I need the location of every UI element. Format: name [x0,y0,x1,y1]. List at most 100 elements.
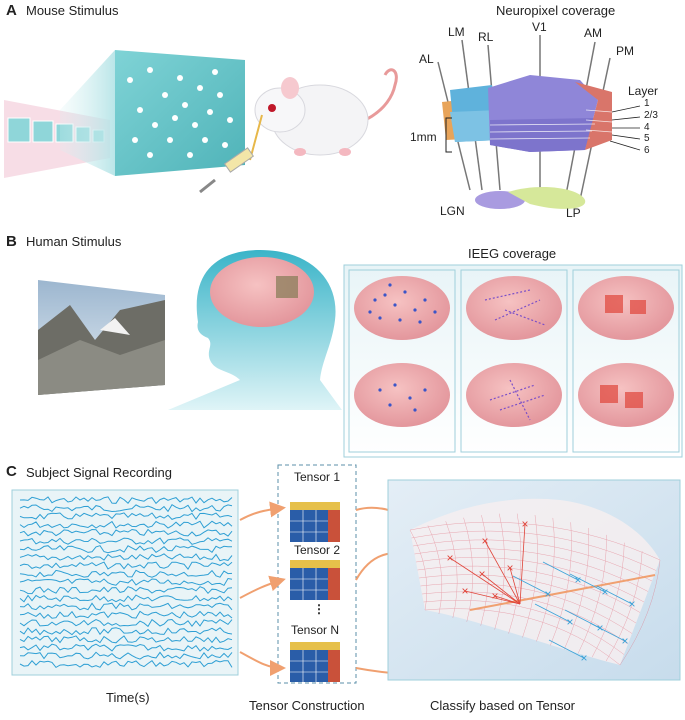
signal-trace [19,537,233,545]
tensor-ellipsis: ⋮ [313,602,325,616]
time-axis-label: Time(s) [106,690,150,705]
class-marker: × [446,551,453,565]
class-marker: × [574,573,581,587]
tensor-construction-label: Tensor Construction [249,698,365,713]
layer-leader-lines [609,105,641,151]
projection-line [512,575,549,595]
panel-c-title: Subject Signal Recording [26,465,172,480]
signal-trace [19,643,233,652]
tensor-2-label: Tensor 2 [294,543,341,557]
projection-line [569,573,606,593]
signal-trace [19,512,233,520]
signal-trace [19,577,233,587]
projection-line [542,561,579,581]
surface-grid-line [423,600,625,655]
projection-line [481,573,521,605]
signal-trace [19,618,233,628]
signal-trace [19,610,233,619]
signal-trace [19,553,233,562]
neuropixel-coverage-title: Neuropixel coverage [496,3,616,18]
area-label-v1: V1 [532,20,547,34]
projection-beam [60,50,115,176]
signal-trace [19,602,233,611]
lp-shape [508,186,586,209]
ieeg-coverage-title: IEEG coverage [468,246,557,261]
signal-trace [19,561,233,570]
class-marker: × [544,587,551,601]
neural-signal-traces [19,496,233,669]
lp-label: LP [566,206,581,220]
surface-grid-line [411,530,657,571]
surface-grid-line [591,542,625,658]
layer-label-5: 5 [644,133,650,144]
signal-trace [19,545,232,554]
human-head-silhouette [168,250,342,410]
surface-grid-line [427,525,443,614]
natural-image-stimulus [38,280,165,395]
projection-line [548,639,585,659]
class-marker: × [601,585,608,599]
surface-grid-line [409,521,661,561]
class-marker: × [506,561,513,575]
mouse-illustration [254,68,398,156]
surface-grid-line [421,591,629,645]
signal-trace [19,660,233,669]
tensor-construction-box [277,464,357,684]
signal-to-tensor-arrows [239,501,286,676]
signal-trace [19,651,233,660]
panel-b-letter: B [6,233,17,250]
projection-line [484,540,521,605]
signal-trace [19,594,233,603]
surface-grid-line [414,548,649,592]
surface-grid-line [605,551,643,662]
projection-line [494,595,521,605]
scale-label: 1mm [410,130,437,144]
signal-trace [19,496,233,505]
projection-line [596,585,633,605]
visual-cortex-model [442,75,613,152]
panel-b-title: Human Stimulus [26,234,122,249]
class-marker: × [580,651,587,665]
signal-trace [19,504,233,513]
ecog-grid-icon [276,276,298,298]
tensor-cube-2 [290,560,340,600]
layer-label-6: 6 [644,145,650,156]
projection-line [464,590,521,605]
signal-trace [19,569,233,578]
class-marker: × [521,517,528,531]
class-a-markers: ××××××× [446,517,529,605]
surface-grid-line [412,539,653,582]
lgn-shape [475,191,525,209]
classify-label: Classify based on Tensor [430,698,576,713]
tensor-1-label: Tensor 1 [294,470,341,484]
surface-grid-line [577,534,607,654]
human-brain-icon [210,257,314,327]
signal-trace [19,520,233,529]
projection-line [534,603,571,623]
projection-line [509,567,521,605]
surface-grid-line [409,529,428,611]
layer-label-1: 1 [644,98,650,109]
tensor-cube-1 [290,502,340,542]
surface-grid-line [424,608,621,666]
surface-grid-line [418,574,637,624]
class-marker: × [478,567,485,581]
surface-grid-line [415,557,645,603]
projection-line [589,622,626,642]
signal-trace [19,528,233,537]
signal-trace [19,635,233,644]
class-marker: × [621,634,628,648]
surface-grid-line [445,521,458,618]
tensor-cube-n [290,642,340,682]
area-label-pm: PM [616,44,634,58]
layer-label-4: 4 [644,122,650,133]
surface-grid-line [522,514,538,638]
area-label-am: AM [584,26,602,40]
signal-trace [19,627,233,636]
panel-a-title: Mouse Stimulus [26,3,119,18]
syringe-illustration [199,114,263,194]
projection-line [449,557,521,605]
projection-line [519,523,526,605]
surface-grid-line [508,513,522,634]
